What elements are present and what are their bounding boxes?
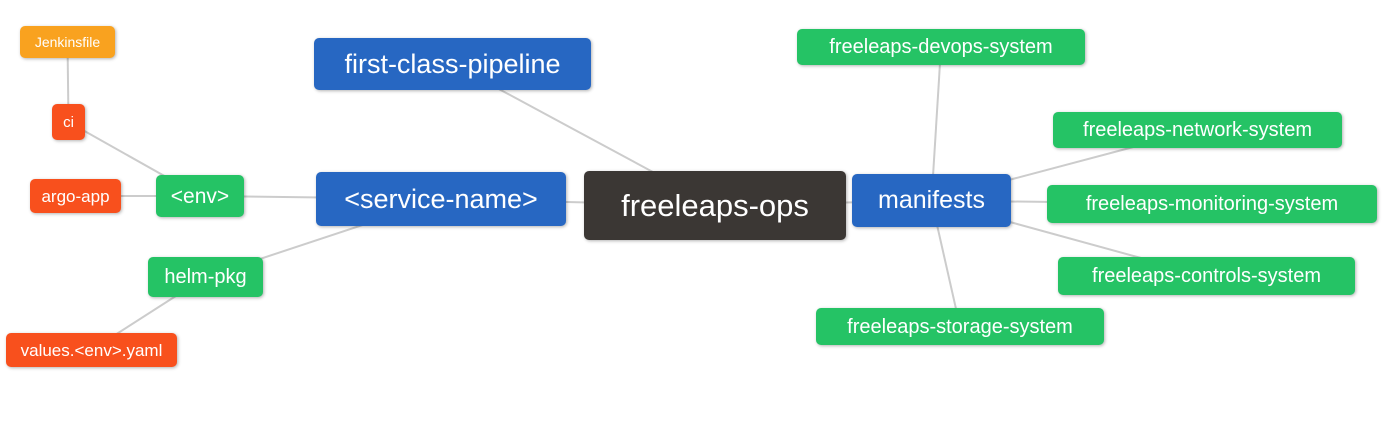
node-values-env-yaml[interactable]: values.<env>.yaml [6,333,177,367]
node-first-class-pipeline[interactable]: first-class-pipeline [314,38,591,90]
node-jenkinsfile[interactable]: Jenkinsfile [20,26,115,58]
node-network-system[interactable]: freeleaps-network-system [1053,112,1342,148]
node-freeleaps-ops[interactable]: freeleaps-ops [584,171,846,240]
node-storage-system[interactable]: freeleaps-storage-system [816,308,1104,345]
node-env[interactable]: <env> [156,175,244,217]
node-controls-system[interactable]: freeleaps-controls-system [1058,257,1355,295]
node-argo-app[interactable]: argo-app [30,179,121,213]
node-monitoring-system[interactable]: freeleaps-monitoring-system [1047,185,1377,223]
node-manifests[interactable]: manifests [852,174,1011,227]
node-devops-system[interactable]: freeleaps-devops-system [797,29,1085,65]
node-service-name[interactable]: <service-name> [316,172,566,226]
node-ci[interactable]: ci [52,104,85,140]
node-helm-pkg[interactable]: helm-pkg [148,257,263,297]
